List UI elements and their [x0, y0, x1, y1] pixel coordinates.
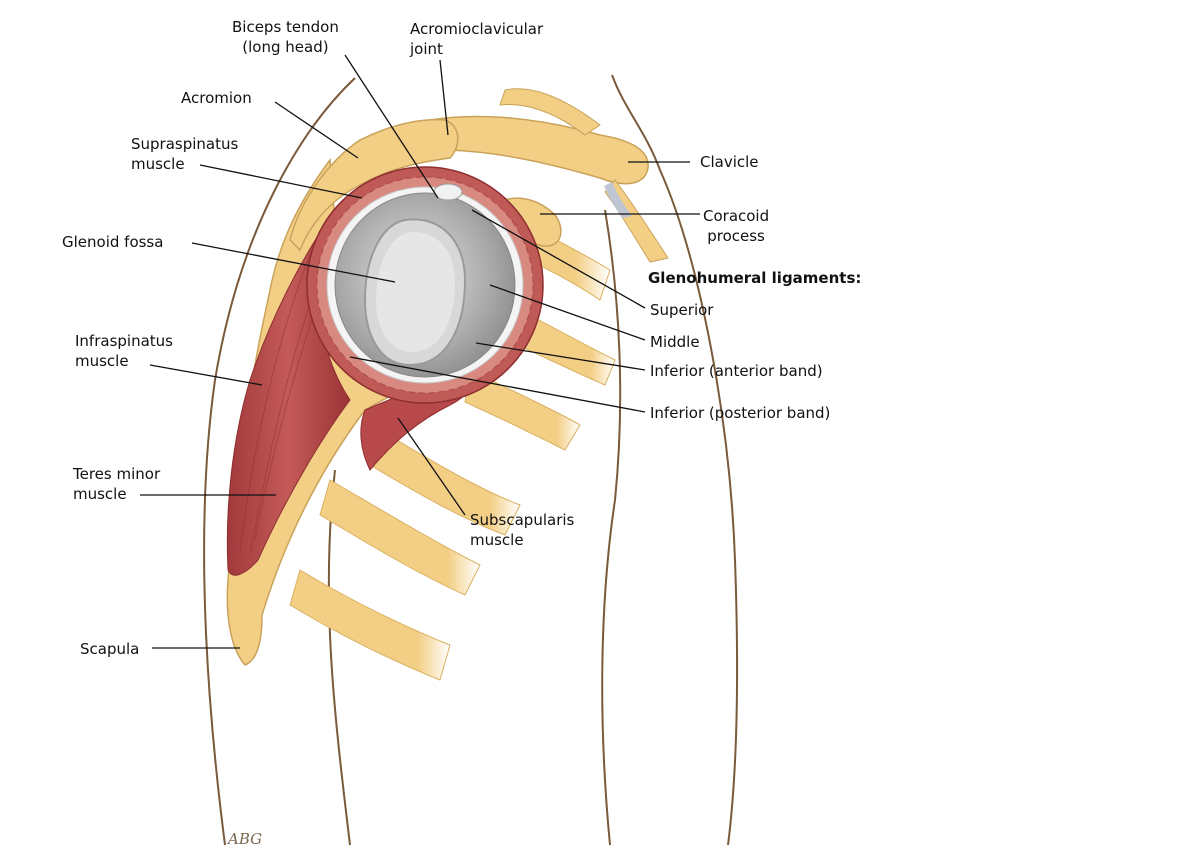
label-inferior-posterior: Inferior (posterior band): [650, 404, 831, 422]
label-line: muscle: [75, 352, 129, 370]
label-acromioclavicular-joint: Acromioclavicular joint: [410, 19, 543, 59]
label-inferior-anterior: Inferior (anterior band): [650, 362, 823, 380]
leader-lines: [140, 54, 700, 649]
clavicle-upper: [499, 88, 601, 136]
label-line: Acromion: [181, 89, 252, 107]
label-line: (long head): [242, 38, 329, 56]
label-glenoid-fossa: Glenoid fossa: [62, 232, 163, 252]
label-superior: Superior: [650, 301, 714, 319]
label-line: Glenoid fossa: [62, 233, 164, 251]
label-teres-minor: Teres minor muscle: [73, 464, 160, 504]
label-line: Coracoid: [703, 207, 770, 225]
label-infraspinatus: Infraspinatus muscle: [75, 331, 173, 371]
label-scapula: Scapula: [80, 639, 139, 659]
label-line: Infraspinatus: [75, 332, 173, 350]
label-coracoid-process: Coracoid process: [703, 206, 769, 246]
label-line: Biceps tendon: [232, 18, 339, 36]
label-line: Scapula: [80, 640, 140, 658]
artist-signature: ABG: [228, 830, 263, 848]
label-line: Subscapularis: [470, 511, 575, 529]
label-line: Teres minor: [73, 465, 161, 483]
label-line: muscle: [470, 531, 524, 549]
clavicle-end-cartilage: [604, 182, 632, 218]
label-middle: Middle: [650, 333, 700, 351]
label-line: Supraspinatus: [131, 135, 239, 153]
label-biceps-tendon: Biceps tendon (long head): [232, 17, 339, 57]
label-supraspinatus: Supraspinatus muscle: [131, 134, 238, 174]
label-line: joint: [410, 40, 443, 58]
label-line: Clavicle: [700, 153, 759, 171]
label-line: muscle: [131, 155, 185, 173]
label-acromion: Acromion: [181, 88, 252, 108]
label-subscapularis: Subscapularis muscle: [470, 510, 574, 550]
label-line: muscle: [73, 485, 127, 503]
label-glenohumeral-heading: Glenohumeral ligaments:: [648, 269, 862, 287]
label-clavicle: Clavicle: [700, 152, 759, 172]
label-line: process: [707, 227, 765, 245]
label-line: Acromioclavicular: [410, 20, 544, 38]
